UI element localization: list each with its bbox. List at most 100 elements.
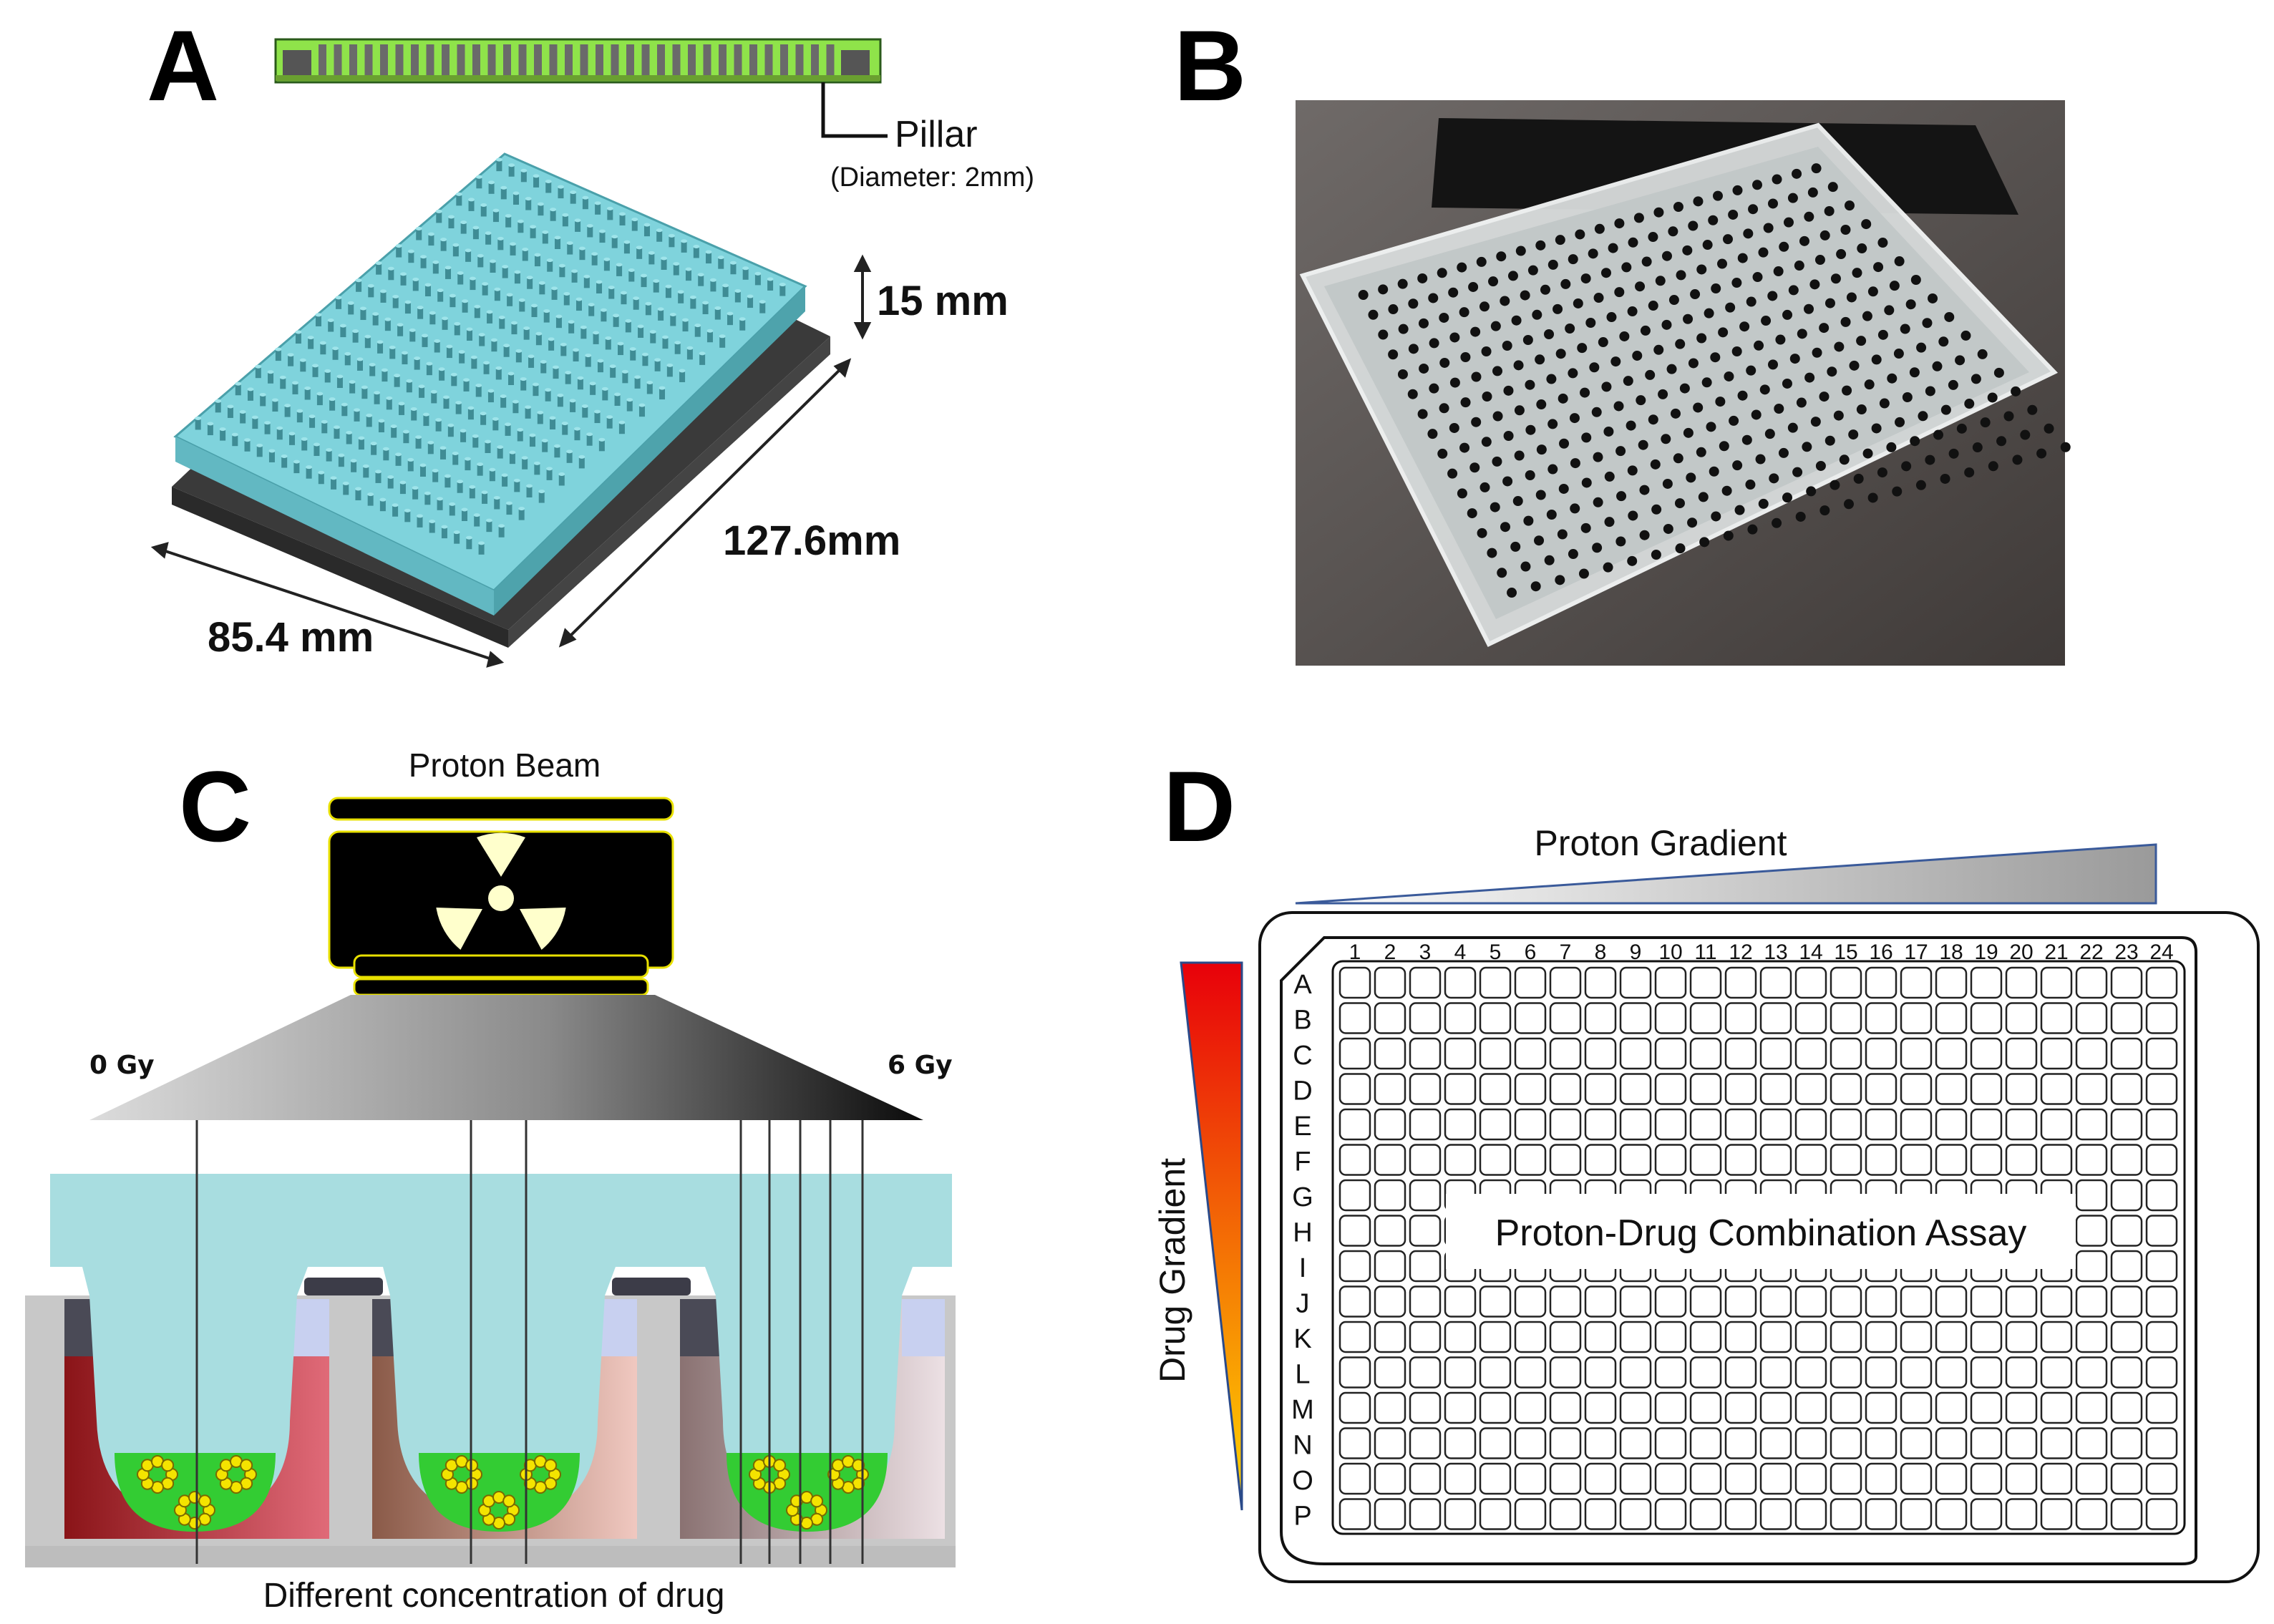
photo-pillar: [1925, 454, 1935, 465]
lid-pillar: [380, 291, 387, 303]
lid-pillar: [450, 296, 456, 308]
lid-pillar: [545, 181, 552, 193]
well-K6: [1514, 1321, 1547, 1353]
lid-pillar: [517, 429, 523, 442]
lid-pillar-top: [709, 278, 716, 282]
lid-pillar: [443, 397, 450, 409]
cell-spheroid: [520, 1455, 561, 1494]
lid-pillar-top: [492, 208, 500, 213]
well-O10: [1654, 1462, 1687, 1495]
lid-pillar-top: [370, 442, 377, 446]
lid-pillar-top: [327, 319, 334, 323]
photo-pillar: [1407, 389, 1418, 399]
photo-pillar: [1732, 185, 1743, 195]
photo-pillar: [1772, 517, 1782, 528]
lid-pillar: [232, 434, 238, 447]
lid-pillar-top: [338, 453, 345, 457]
lid-pillar: [739, 319, 746, 331]
lid-pillar-top: [447, 215, 455, 219]
lid-pillar-top: [535, 331, 543, 336]
photo-pillar: [1789, 354, 1800, 364]
well-E6: [1514, 1108, 1547, 1141]
photo-pillar: [1696, 447, 1706, 457]
lid-pillar: [507, 294, 513, 306]
lid-pillar: [633, 298, 639, 310]
well-L15: [1830, 1356, 1862, 1389]
photo-pillar: [1560, 278, 1571, 289]
photo-pillar: [1535, 240, 1546, 251]
lid-pillar-top: [779, 283, 786, 287]
well-J16: [1865, 1285, 1898, 1318]
well-E14: [1794, 1108, 1827, 1141]
lid-pillar-top: [466, 327, 473, 331]
well-M13: [1759, 1391, 1792, 1424]
photo-pillar: [1546, 374, 1557, 384]
lid-pillar: [341, 404, 348, 417]
lid-pillar: [252, 417, 258, 429]
lid-pillar: [461, 510, 467, 522]
lid-pillar: [538, 204, 544, 216]
lid-pillar: [509, 452, 515, 465]
photo-pillar: [1778, 447, 1789, 458]
photo-pillar: [1807, 187, 1818, 198]
lid-pillar-top: [417, 514, 424, 518]
photo-pillar: [1901, 461, 1912, 472]
lid-pillar: [568, 321, 575, 334]
lid-pillar-top: [346, 431, 353, 435]
lid-pillar-top: [597, 359, 604, 363]
lid-pillar-top: [329, 397, 336, 402]
lid-pillar-top: [648, 251, 655, 255]
lid-pillar: [451, 374, 457, 386]
column-label: 2: [1384, 940, 1396, 964]
lid-pillar-top: [256, 443, 263, 447]
lid-pillar-top: [465, 248, 472, 253]
photo-pillar: [1834, 341, 1845, 352]
lid-pillar: [638, 405, 645, 417]
lid-pillar-top: [570, 190, 577, 195]
lid-pillar: [767, 278, 774, 291]
plate-inner-outline: [1280, 936, 2197, 1565]
lid-pillar: [495, 368, 502, 380]
lid-pillar: [207, 424, 213, 436]
well-I23: [2110, 1250, 2143, 1283]
lid-pillar-top: [485, 231, 492, 235]
lid-pillar-top: [498, 524, 505, 528]
lid-pillar: [586, 434, 593, 446]
lid-pillar: [583, 276, 590, 288]
lid-pillar-top: [518, 298, 525, 302]
lid-pillar: [618, 422, 625, 434]
lid-pillar-top: [379, 497, 387, 502]
lid-pillar: [714, 308, 721, 320]
lid-pillar-top: [495, 366, 502, 370]
lid-pillar: [519, 300, 525, 312]
lid-pillar-top: [336, 374, 344, 379]
well-K20: [2005, 1321, 2038, 1353]
lid-pillar-top: [563, 291, 570, 296]
drug-gradient-label: Drug Gradient: [1152, 1158, 1192, 1383]
lid-pillar: [505, 215, 512, 228]
photo-pillar: [1547, 464, 1558, 475]
photo-pillar: [1830, 273, 1841, 284]
well-L8: [1584, 1356, 1617, 1389]
lid-pillar-top: [623, 240, 631, 244]
lid-pillar: [408, 251, 414, 263]
photo-pillar: [1933, 429, 1944, 440]
lid-pillar: [462, 301, 468, 313]
lid-pillar: [255, 366, 261, 379]
photo-pillar: [1948, 379, 1958, 390]
lid-pillar-top: [560, 342, 567, 346]
lid-pillar-top: [478, 333, 485, 337]
photo-pillar: [1592, 543, 1603, 553]
photo-pillar: [1725, 302, 1736, 313]
well-B18: [1935, 1002, 1968, 1034]
photo-pillar: [1856, 336, 1867, 346]
lid-pillar-top: [505, 422, 512, 427]
column-label: 4: [1454, 940, 1467, 964]
well-C6: [1514, 1037, 1547, 1070]
photo-pillar: [1964, 399, 1975, 409]
lid-pillar-top: [374, 391, 381, 395]
cell-spheroid: [827, 1455, 869, 1494]
lid-pillar-top: [593, 331, 600, 335]
lid-pillar: [343, 483, 349, 495]
